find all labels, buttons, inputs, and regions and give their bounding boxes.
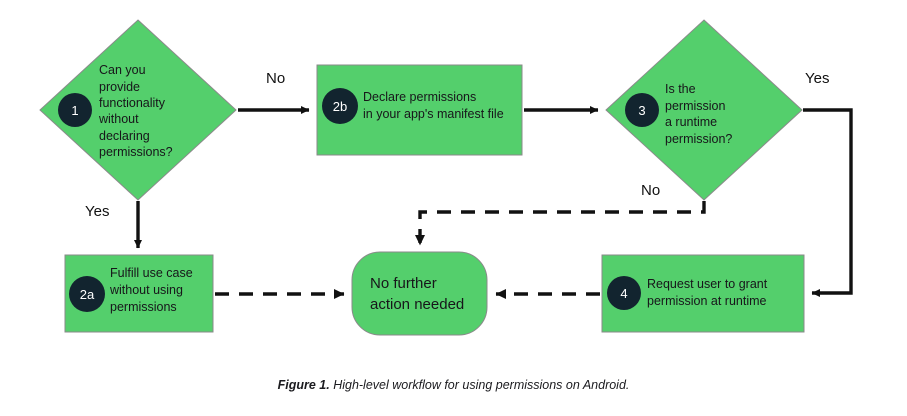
figure-caption-label: Figure 1. [277,378,330,392]
edge-label-yes-1-to-2a: Yes [85,203,110,220]
node-2a-badge: 2a [69,276,105,312]
node-2b-badge: 2b [322,88,358,124]
node-3-diamond[interactable] [605,19,803,201]
edge-3-to-4-line [803,108,853,298]
node-3-badge: 3 [625,93,659,127]
node-terminal-text: No further action needed [370,275,465,313]
edge-label-no-3-to-terminal: No [641,182,661,199]
edge-label-no-1-to-2b: No [266,70,286,87]
node-1-badge: 1 [58,93,92,127]
node-1-diamond[interactable] [39,19,237,201]
node-terminal-rounded-box[interactable] [351,251,488,336]
figure-caption: Figure 1. High-level workflow for using … [0,378,907,392]
figure-caption-text: High-level workflow for using permission… [333,378,630,392]
edge-3-to-terminal-line [415,201,706,246]
edge-label-yes-3-to-4: Yes [805,70,830,87]
node-4-badge: 4 [607,276,641,310]
